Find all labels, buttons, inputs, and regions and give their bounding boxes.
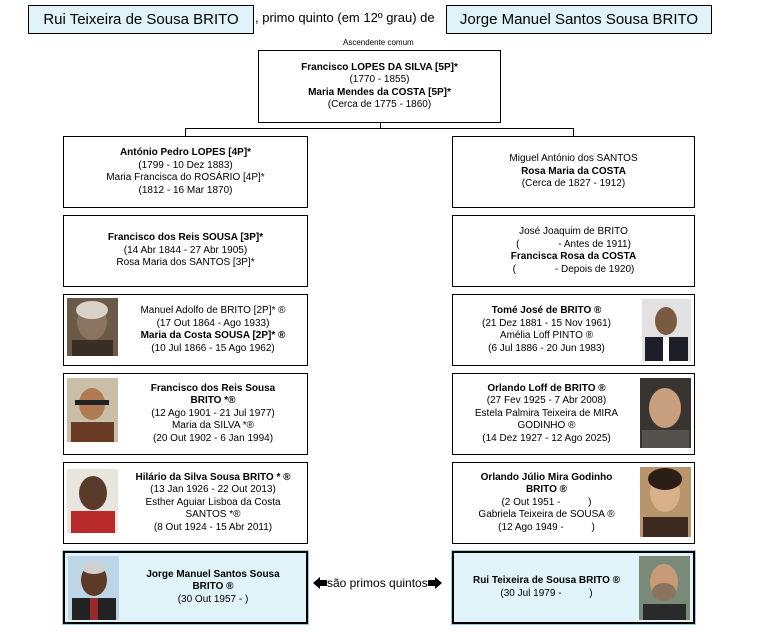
person-line: GODINHO ® <box>517 420 576 432</box>
right-gen-3[interactable]: Tomé José de BRITO ® (21 Dez 1881 - 15 N… <box>452 294 695 366</box>
date-line: (Cerca de 1827 - 1912) <box>521 178 626 190</box>
person-line: Rui Teixeira de Sousa BRITO ® <box>472 575 621 586</box>
person-line: Miguel António dos SANTOS <box>509 153 638 165</box>
arrow-left-icon <box>313 577 327 589</box>
date-line: (14 Abr 1844 - 27 Abr 1905) <box>123 244 248 256</box>
date-line: (30 Out 1957 - ) <box>177 593 249 605</box>
date-line: (2 Out 1951 - ) <box>501 496 592 508</box>
person-line: António Pedro LOPES [4P]* <box>119 147 252 158</box>
person-line: Maria da Costa SOUSA [2P]* ® <box>140 330 286 341</box>
date-line: (13 Jan 1926 - 22 Out 2013) <box>150 484 276 496</box>
left-gen-2[interactable]: Francisco dos Reis SOUSA [3P]* (14 Abr 1… <box>63 215 308 287</box>
person-line: Rosa Maria dos SANTOS [3P]* <box>116 257 255 269</box>
portrait-photo <box>67 469 118 533</box>
left-gen-1[interactable]: António Pedro LOPES [4P]* (1799 - 10 Dez… <box>63 136 308 208</box>
root-name-2: Maria Mendes da COSTA [5P]* <box>308 86 451 98</box>
right-gen-2[interactable]: José Joaquim de BRITO ( - Antes de 1911)… <box>452 215 695 287</box>
left-gen-6-subject[interactable]: Jorge Manuel Santos Sousa BRITO ® (30 Ou… <box>63 551 308 624</box>
person-line: BRITO ® <box>525 484 568 496</box>
right-gen-5[interactable]: Orlando Júlio Mira Godinho BRITO ® (2 Ou… <box>452 462 695 544</box>
person-line: Francisca Rosa da COSTA <box>510 251 637 262</box>
connector-left <box>185 128 186 136</box>
date-line: (1799 - 10 Dez 1883) <box>138 159 233 171</box>
date-line: (21 Dez 1881 - 15 Nov 1961) <box>482 317 611 329</box>
date-line: (20 Out 1902 - 6 Jan 1994) <box>152 432 274 444</box>
person-line: SANTOS *® <box>185 509 241 521</box>
connector-right <box>573 128 574 136</box>
common-ancestor-box[interactable]: Francisco LOPES DA SILVA [5P]* (1770 - 1… <box>258 50 501 123</box>
relation-text: são primos quintos <box>327 576 428 590</box>
person-line: Maria da SILVA *® <box>171 420 255 432</box>
portrait-photo <box>640 467 691 537</box>
date-line: (27 Fev 1925 - 7 Abr 2008) <box>486 395 607 407</box>
left-gen-5[interactable]: Hilário da Silva Sousa BRITO * ® (13 Jan… <box>63 462 308 544</box>
root-dates-1: (1770 - 1855) <box>349 74 410 85</box>
person-line: Amélia Loff PINTO ® <box>499 330 594 341</box>
person-line: Rosa Maria da COSTA <box>521 165 626 177</box>
portrait-photo <box>640 378 691 448</box>
portrait-photo <box>67 298 118 356</box>
date-line: (17 Out 1864 - Ago 1933) <box>156 317 270 329</box>
connector-horizontal <box>185 128 574 129</box>
date-line: (14 Dez 1927 - 12 Ago 2025) <box>482 432 611 444</box>
person-line: Gabriela Teixeira de SOUSA ® <box>478 509 615 521</box>
common-ancestor-label: Ascendente comum <box>343 38 414 47</box>
person-a-title[interactable]: Rui Teixeira de Sousa BRITO <box>28 5 254 34</box>
person-line: Maria Francisca do ROSÁRIO [4P]* <box>106 172 265 183</box>
date-line: (8 Out 1924 - 15 Abr 2011) <box>153 521 273 533</box>
person-line: Orlando Loff de BRITO ® <box>487 382 606 394</box>
date-line: (6 Jul 1886 - 20 Jun 1983) <box>488 342 605 354</box>
relation-label: são primos quintos <box>313 576 442 590</box>
portrait-photo <box>642 299 691 361</box>
date-line: ( - Depois de 1920) <box>512 263 635 275</box>
right-gen-4[interactable]: Orlando Loff de BRITO ® (27 Fev 1925 - 7… <box>452 373 695 455</box>
connector-root <box>380 123 381 129</box>
person-line: Estela Palmira Teixeira de MIRA <box>474 407 619 419</box>
person-line: Francisco dos Reis Sousa <box>150 382 276 394</box>
root-dates-2: (Cerca de 1775 - 1860) <box>327 99 432 110</box>
portrait-photo <box>68 556 119 620</box>
person-line: Jorge Manuel Santos Sousa <box>146 568 280 580</box>
left-gen-4[interactable]: Francisco dos Reis Sousa BRITO *® (12 Ag… <box>63 373 308 455</box>
left-gen-3[interactable]: Manuel Adolfo de BRITO [2P]* ® (17 Out 1… <box>63 294 308 366</box>
right-gen-1[interactable]: Miguel António dos SANTOS Rosa Maria da … <box>452 136 695 208</box>
person-b-title[interactable]: Jorge Manuel Santos Sousa BRITO <box>446 5 712 34</box>
person-line: Tomé José de BRITO ® <box>491 305 602 316</box>
root-name-1: Francisco LOPES DA SILVA [5P]* <box>301 61 458 73</box>
person-line: BRITO ® <box>192 581 234 593</box>
date-line: (12 Ago 1949 - ) <box>498 521 595 533</box>
person-line: BRITO *® <box>190 395 236 407</box>
right-gen-6-subject[interactable]: Rui Teixeira de Sousa BRITO ® (30 Jul 19… <box>452 551 695 624</box>
date-line: (30 Jul 1979 - ) <box>500 587 593 599</box>
person-line: Francisco dos Reis SOUSA [3P]* <box>107 232 264 244</box>
person-line: Manuel Adolfo de BRITO [2P]* ® <box>140 305 286 316</box>
relationship-text: , primo quinto (em 12º grau) de <box>255 10 435 25</box>
date-line: (12 Ago 1901 - 21 Jul 1977) <box>151 407 275 419</box>
portrait-photo <box>67 378 118 442</box>
portrait-photo <box>639 556 690 620</box>
person-line: Esther Aguiar Lisboa da Costa <box>145 496 281 508</box>
person-line: Hilário da Silva Sousa BRITO * ® <box>135 471 291 483</box>
person-line: Orlando Júlio Mira Godinho <box>480 471 613 483</box>
date-line: (1812 - 16 Mar 1870) <box>138 184 233 196</box>
date-line: ( - Antes de 1911) <box>516 238 631 250</box>
date-line: (10 Jul 1866 - 15 Ago 1962) <box>151 342 275 354</box>
person-line: José Joaquim de BRITO <box>519 226 628 237</box>
arrow-right-icon <box>427 577 442 589</box>
